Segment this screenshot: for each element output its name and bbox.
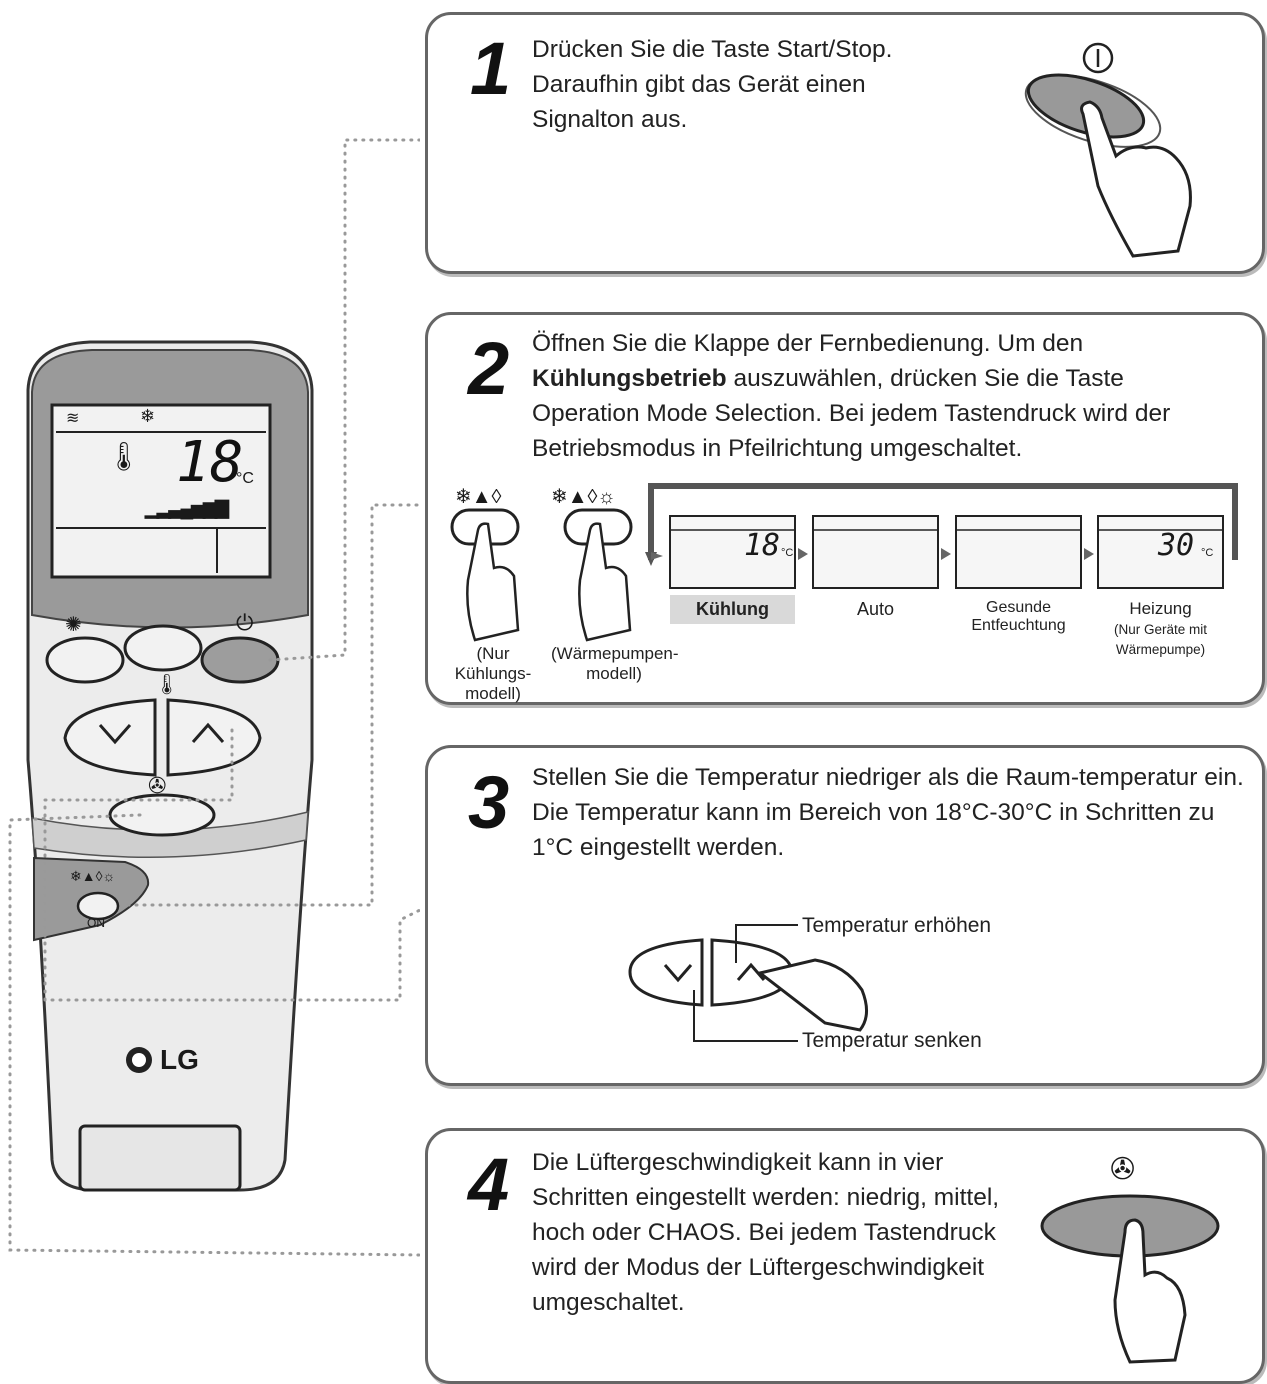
mode-label-entfeuchtung: Gesunde Entfeuchtung [971, 599, 1066, 634]
step-1-text: Drücken Sie die Taste Start/Stop. Darauf… [532, 36, 893, 133]
raise-temperature-label: Temperatur erhöhen [802, 914, 992, 937]
fan-button-illustration [1040, 1194, 1220, 1364]
heatpump-mode-icons: ❄▲◊☼ [551, 486, 616, 508]
heat-pump-model-label: (Wärmepumpen-modell) [551, 644, 679, 683]
heizung-note: (Nur Geräte mit Wärmepumpe) [1113, 622, 1208, 657]
remote-lcd-unit: °C [236, 470, 254, 487]
remote-lcd-fan-bars: ▁▂▃▄▅▆▇ [145, 498, 229, 518]
mode-label-heizung: Heizung [1129, 599, 1192, 618]
step-4-number: 4 [468, 1143, 510, 1226]
heizung-display-temp: 30 [1158, 528, 1195, 563]
cooling-only-model-label: (Nur Kühlungs-modell) [454, 644, 532, 703]
remote-brand: LG [160, 1044, 199, 1075]
remote-mode-icons: ❄▲◊☼ [70, 868, 116, 884]
cooling-mode-icons: ❄▲◊ [455, 486, 502, 508]
kuehlung-display-temp: 18 [744, 528, 781, 563]
step-3-number: 3 [468, 761, 510, 844]
kuehlung-display-unit: °C [781, 547, 794, 559]
remote-lcd-temp: 18 [176, 430, 244, 495]
step-4-text: Die Lüftergeschwindigkeit kann in vier S… [532, 1149, 1000, 1316]
mode-label-kuehlung: Kühlung [670, 595, 795, 624]
remote-on-label: ON [87, 916, 105, 930]
mode-buttons-illustration [450, 508, 633, 642]
lower-temperature-label: Temperatur senken [802, 1029, 982, 1052]
mode-label-auto: Auto [856, 599, 895, 619]
step-2-number: 2 [468, 327, 510, 410]
remote-fan-icon[interactable]: ✇ [148, 773, 167, 798]
remote-power-icon[interactable]: ⏻ [236, 610, 254, 635]
step-3-box [425, 745, 1265, 1086]
step-2-text: Öffnen Sie die Klappe der Fernbedienung.… [532, 330, 1171, 462]
remote-control [8, 138, 420, 1257]
mode-cycle-diagram [645, 483, 1238, 589]
step-2-box [425, 312, 1265, 705]
fan-icon: ✇ [1110, 1153, 1136, 1186]
temperature-buttons-illustration [628, 924, 868, 1042]
remote-lcd-snow-icon: ❄ [140, 406, 156, 426]
remote-lcd-thermo-icon: 🌡 [106, 441, 142, 472]
step-1-number: 1 [470, 27, 512, 110]
remote-lcd-wifi-icon: ≋ [66, 410, 80, 427]
step-3-text: Stellen Sie die Temperatur niedriger als… [532, 764, 1244, 861]
power-button-illustration [1024, 42, 1192, 258]
heizung-display-unit: °C [1201, 547, 1214, 559]
remote-swing-icon[interactable]: ✺ [65, 614, 82, 636]
remote-thermometer-icon: 🌡 [154, 674, 180, 696]
